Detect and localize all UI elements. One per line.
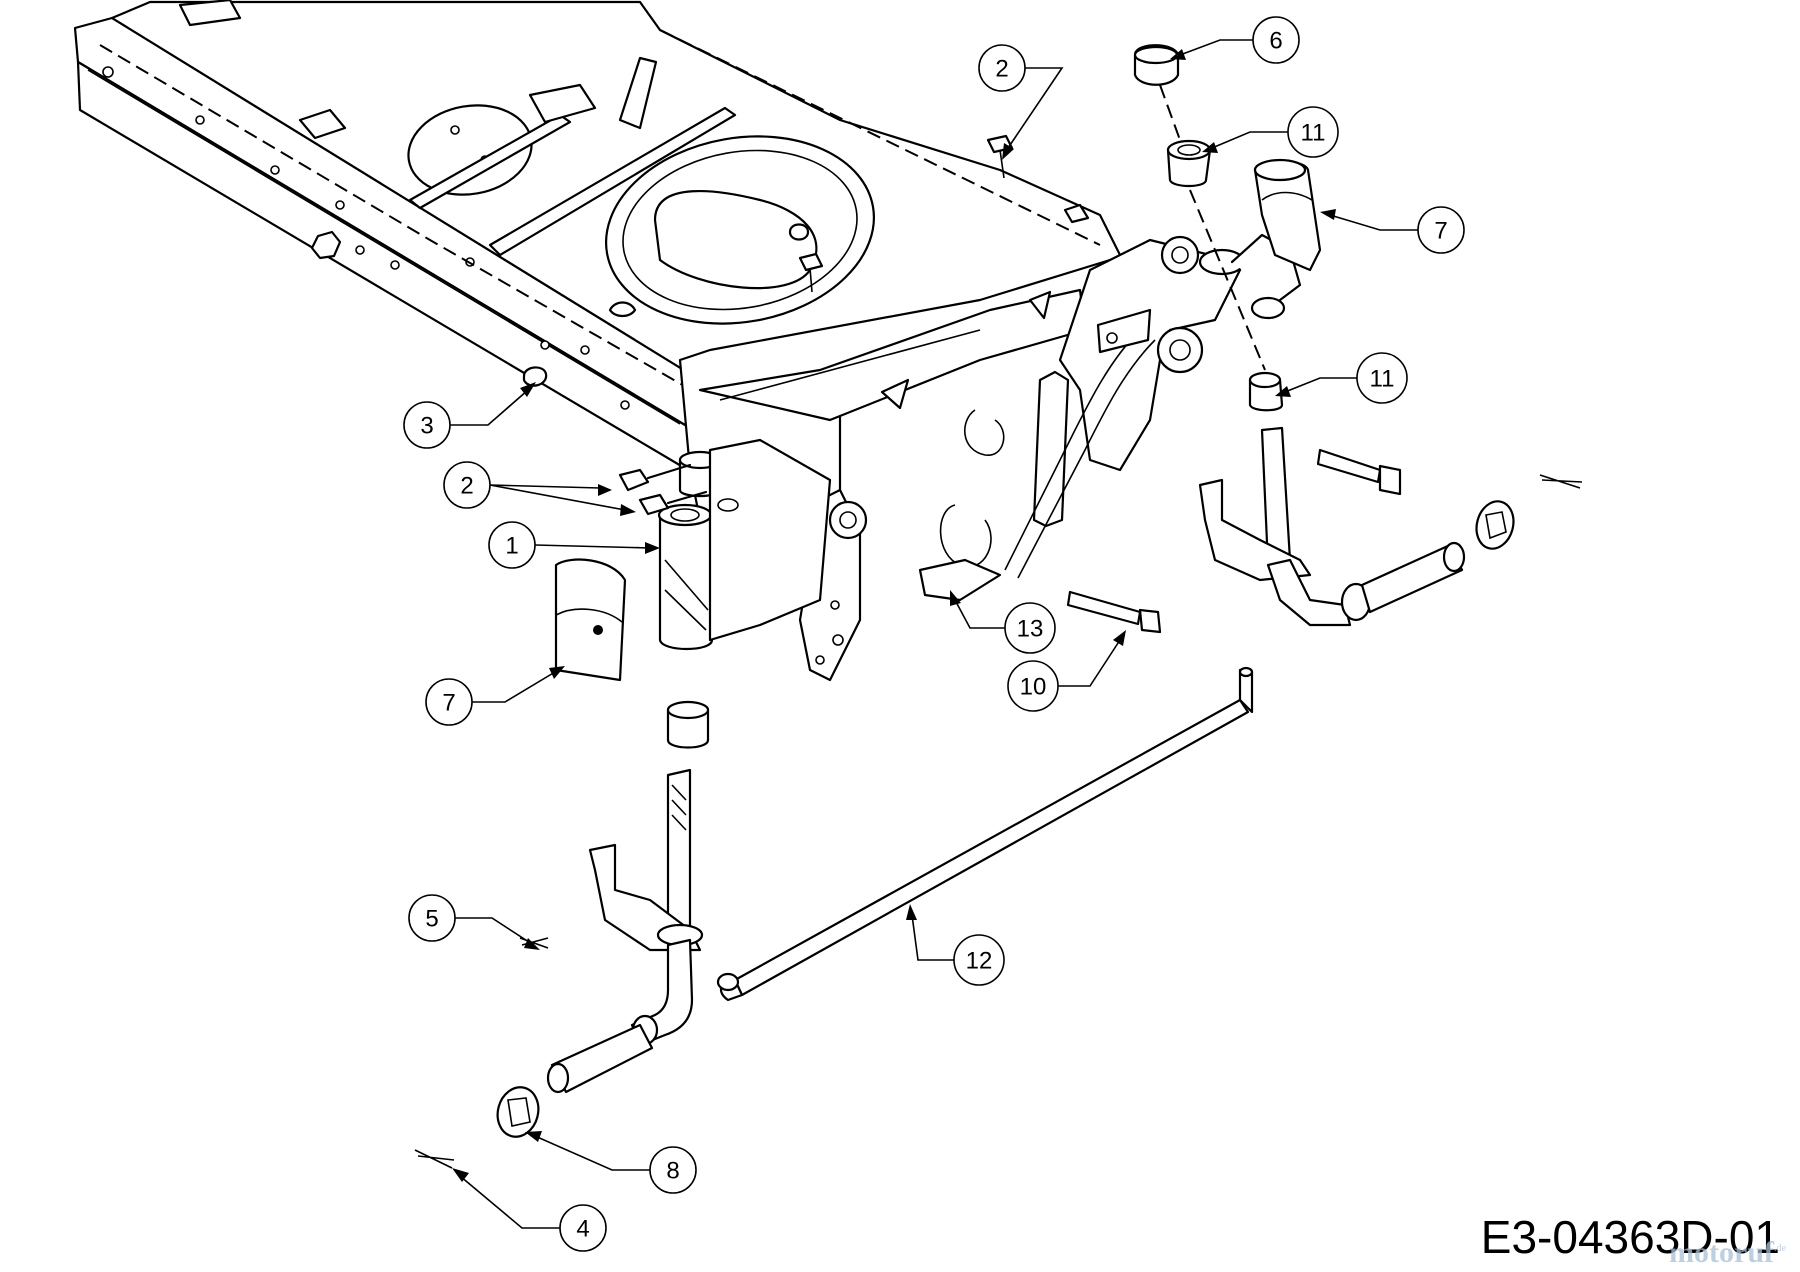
callout-label-2-upper: 2 xyxy=(995,56,1008,83)
callout-11-upper: 11 xyxy=(1287,106,1339,158)
tie-rod xyxy=(716,666,1254,1002)
watermark-logo: motoruf.de xyxy=(1669,1236,1786,1270)
callout-3: 3 xyxy=(403,401,451,449)
callout-label-1: 1 xyxy=(505,533,518,560)
callout-6: 6 xyxy=(1252,16,1300,64)
callout-2-upper: 2 xyxy=(978,44,1026,92)
callout-label-8: 8 xyxy=(666,1158,679,1185)
callout-7-right: 7 xyxy=(1417,206,1465,254)
callout-label-6: 6 xyxy=(1269,28,1282,55)
callout-7-left: 7 xyxy=(425,678,473,726)
callout-label-5: 5 xyxy=(425,906,438,933)
callout-12: 12 xyxy=(953,934,1005,986)
callout-label-12: 12 xyxy=(966,948,993,975)
diagram-code: E3-04363D-01 xyxy=(1480,1211,1780,1263)
chassis-frame xyxy=(73,0,1127,472)
watermark-text: motoruf xyxy=(1669,1236,1775,1269)
callout-8: 8 xyxy=(649,1146,697,1194)
callout-2-lower: 2 xyxy=(443,461,491,509)
callout-label-11-upper: 11 xyxy=(1301,120,1326,147)
callout-label-7-right: 7 xyxy=(1434,218,1447,245)
callout-5: 5 xyxy=(408,894,456,942)
callout-label-3: 3 xyxy=(420,413,433,440)
leader-lines xyxy=(450,39,1418,1229)
right-spindle-assembly xyxy=(1133,44,1466,627)
callout-label-2-lower: 2 xyxy=(460,473,473,500)
callout-label-10: 10 xyxy=(1020,674,1047,701)
callout-label-11-lower: 11 xyxy=(1370,366,1395,393)
left-spindle-assembly xyxy=(519,438,832,1094)
callout-11-lower: 11 xyxy=(1356,352,1408,404)
callout-1: 1 xyxy=(488,521,536,569)
watermark-suffix: .de xyxy=(1774,1243,1786,1254)
callout-13: 13 xyxy=(1004,602,1056,654)
callout-label-13: 13 xyxy=(1017,616,1044,643)
callout-label-7-left: 7 xyxy=(442,690,455,717)
callout-4: 4 xyxy=(559,1204,607,1252)
callout-label-4: 4 xyxy=(576,1216,589,1243)
hardware xyxy=(414,134,1583,1169)
callout-10: 10 xyxy=(1007,660,1059,712)
